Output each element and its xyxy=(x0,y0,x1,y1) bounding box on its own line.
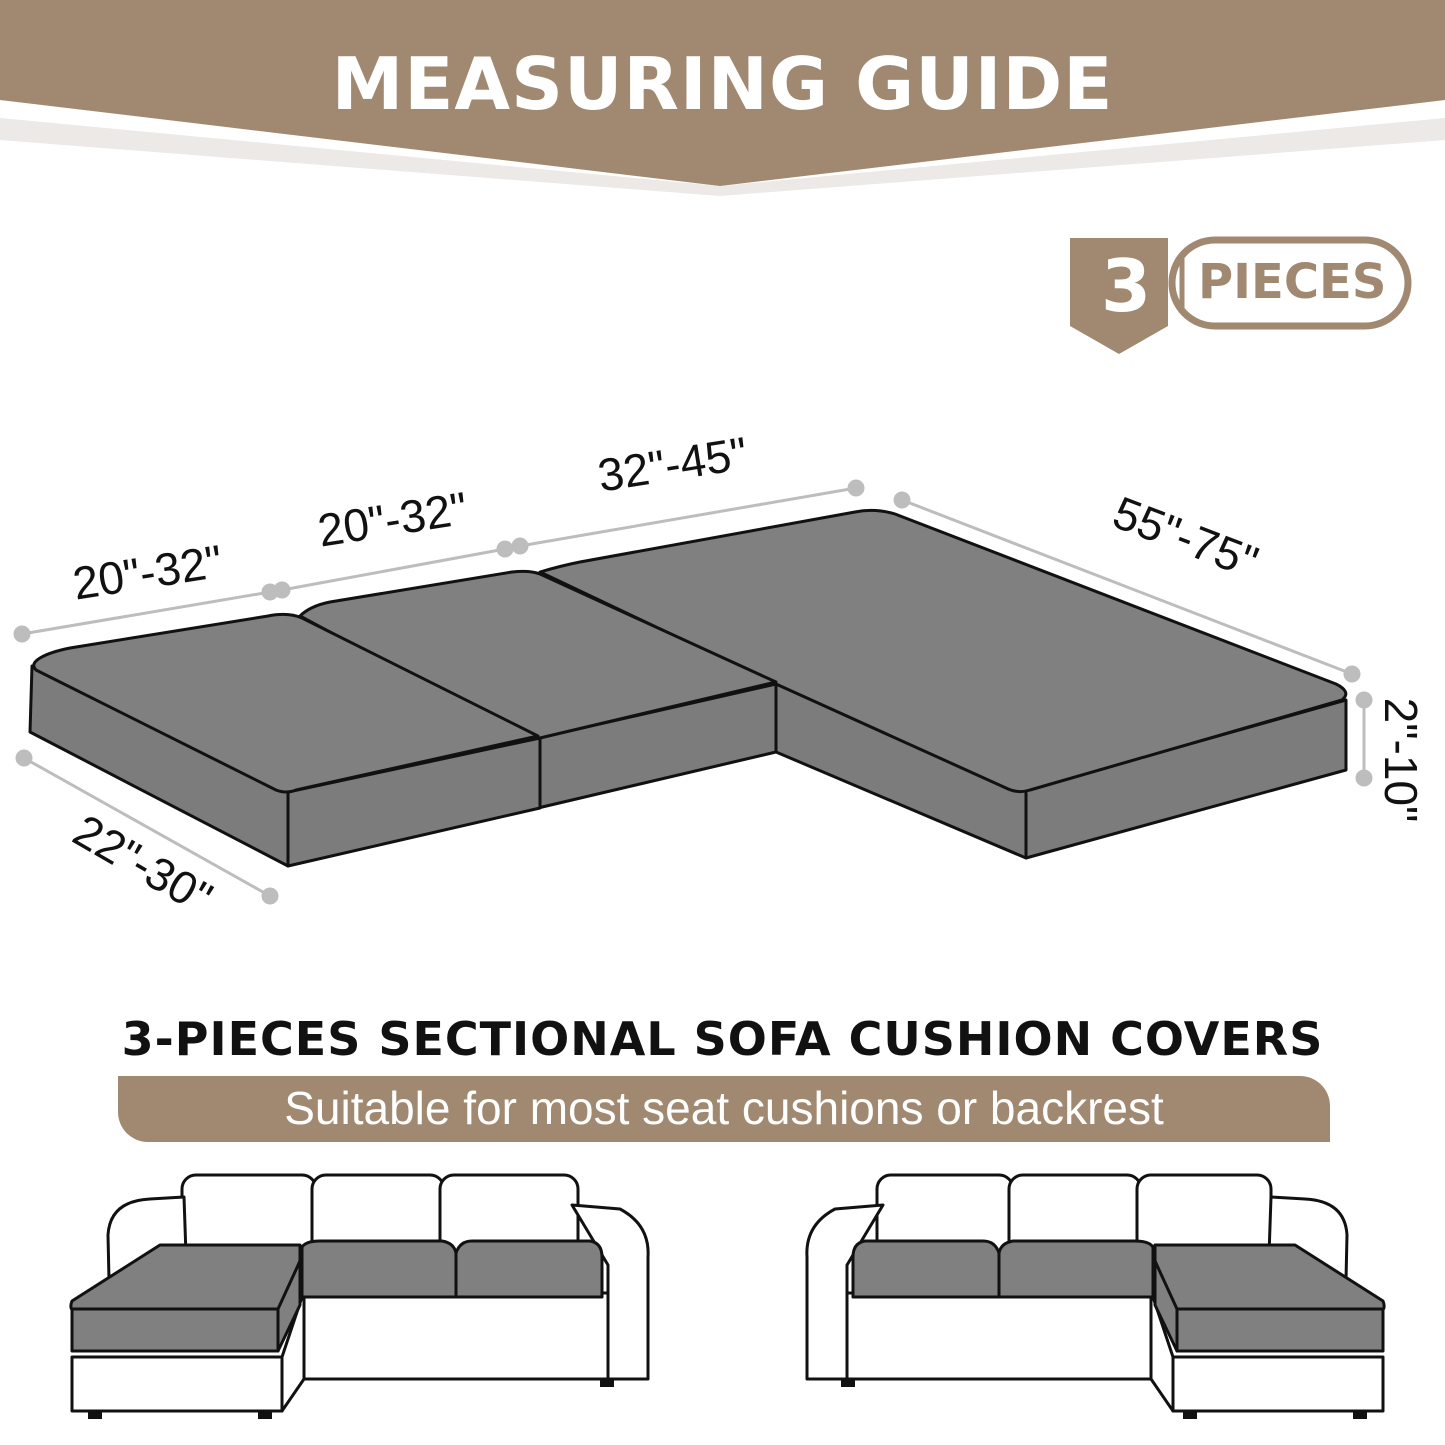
header-banner xyxy=(0,0,1445,196)
dim-seat-width-2: 20"-32" xyxy=(314,482,471,557)
dim-chaise-length: 55"-75" xyxy=(1106,486,1265,588)
page-title: MEASURING GUIDE xyxy=(331,42,1114,126)
badge-tag-icon xyxy=(1070,236,1412,354)
chaise-cushion xyxy=(538,508,1348,860)
badge-label: PIECES xyxy=(1198,254,1387,310)
sofa-illustration-left-chaise xyxy=(69,1173,650,1419)
product-title: 3-PIECES SECTIONAL SOFA CUSHION COVERS xyxy=(121,1012,1324,1066)
dimension-lines xyxy=(13,479,1373,905)
left-cushion xyxy=(28,612,542,868)
pieces-badge: 3 PIECES xyxy=(1068,236,1413,361)
product-tagline: Suitable for most seat cushions or backr… xyxy=(284,1082,1164,1134)
sofa-illustration-right-chaise xyxy=(805,1173,1386,1419)
tagline-banner xyxy=(118,1076,1330,1142)
cushion-diagram: 20"-32" 20"-32" 32"-45" 55"-75" 22"-30" … xyxy=(13,427,1427,924)
dim-depth: 22"-30" xyxy=(65,804,221,924)
dim-height: 2"-10" xyxy=(1375,698,1427,823)
dim-seat-width-1: 20"-32" xyxy=(69,535,226,610)
dim-chaise-width: 32"-45" xyxy=(594,427,751,502)
badge-count: 3 xyxy=(1100,244,1152,328)
